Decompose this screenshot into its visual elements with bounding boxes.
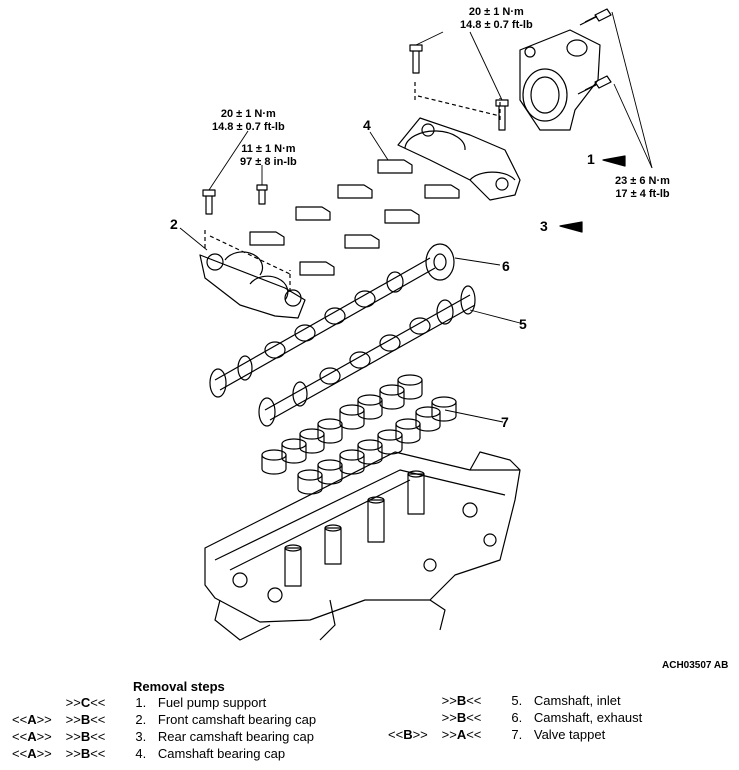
callout-1: 1	[587, 151, 595, 167]
step-label: Valve tappet	[533, 727, 606, 742]
callout-3: 3	[540, 218, 548, 234]
cylinder-head	[204, 451, 521, 641]
rear-camshaft-bearing-cap	[397, 80, 521, 201]
sealant-arrow-icons	[559, 155, 626, 233]
removal-steps-title: Removal steps	[133, 679, 225, 694]
callout-5: 5	[519, 316, 527, 332]
step-label: Front camshaft bearing cap	[157, 712, 317, 727]
exploded-view-diagram	[179, 8, 653, 641]
torque-label-front-cap-bolt: 20 ± 1 N·m 14.8 ± 0.7 ft-lb	[212, 108, 285, 133]
torque-label-fuel-pump-support-bolt: 23 ± 6 N·m 17 ± 4 ft-lb	[615, 175, 670, 200]
removal-steps: Removal steps >>C<< 1. Fuel pump support…	[0, 679, 739, 770]
step-7: <<B>> >>A<< 7. Valve tappet	[388, 727, 606, 742]
torque-label-fuel-pump-bolt: 20 ± 1 N·m 14.8 ± 0.7 ft-lb	[460, 6, 533, 31]
bolts	[202, 8, 612, 215]
callout-4: 4	[363, 117, 371, 133]
valve-tappets	[261, 374, 457, 495]
step-label: Camshaft bearing cap	[157, 746, 286, 761]
camshaft-bearing-caps	[249, 159, 460, 276]
step-1: >>C<< 1. Fuel pump support	[65, 695, 267, 710]
callout-2: 2	[170, 216, 178, 232]
callout-7: 7	[501, 414, 509, 430]
front-camshaft-bearing-cap	[199, 230, 306, 319]
step-4: <<A>> >>B<< 4. Camshaft bearing cap	[12, 746, 286, 761]
step-6: >>B<< 6. Camshaft, exhaust	[441, 710, 643, 725]
step-2: <<A>> >>B<< 2. Front camshaft bearing ca…	[12, 712, 317, 727]
camshaft-exhaust	[209, 243, 455, 398]
figure-id: ACH03507 AB	[662, 660, 729, 671]
fuel-pump-support	[519, 29, 601, 131]
step-label: Fuel pump support	[157, 695, 267, 710]
step-3: <<A>> >>B<< 3. Rear camshaft bearing cap	[12, 729, 314, 744]
camshaft-inlet	[258, 285, 476, 427]
step-label: Camshaft, exhaust	[533, 710, 643, 725]
leader-lines	[179, 11, 653, 423]
step-label: Camshaft, inlet	[533, 693, 621, 708]
torque-label-bearing-cap-bolt: 11 ± 1 N·m 97 ± 8 in-lb	[240, 143, 297, 168]
step-5: >>B<< 5. Camshaft, inlet	[441, 693, 621, 708]
callout-6: 6	[502, 258, 510, 274]
step-label: Rear camshaft bearing cap	[157, 729, 314, 744]
